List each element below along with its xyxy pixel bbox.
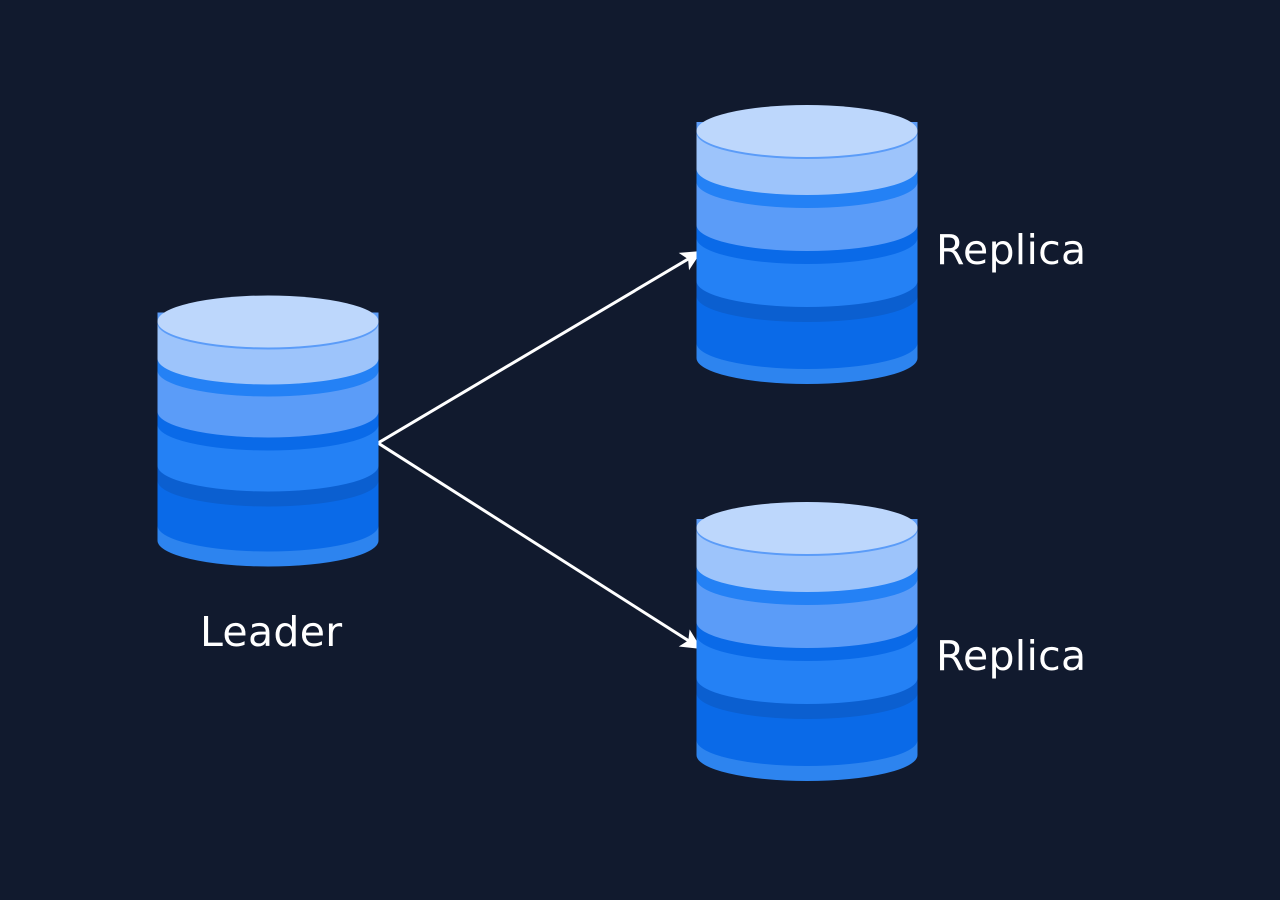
edge-leader-to-replica-top [377, 250, 702, 445]
edge-leader-to-replica-bottom [377, 441, 702, 650]
node-replica-top[interactable] [696, 105, 918, 384]
node-leader[interactable] [157, 295, 379, 567]
node-label-leader: Leader [200, 608, 343, 656]
node-replica-bottom[interactable] [696, 502, 918, 781]
node-label-replica-bottom: Replica [936, 632, 1087, 680]
node-label-replica-top: Replica [936, 226, 1087, 274]
database-cylinder-icon [157, 295, 379, 567]
edge-group [377, 250, 702, 650]
database-cylinder-icon [696, 502, 918, 781]
database-cylinder-icon [696, 105, 918, 384]
